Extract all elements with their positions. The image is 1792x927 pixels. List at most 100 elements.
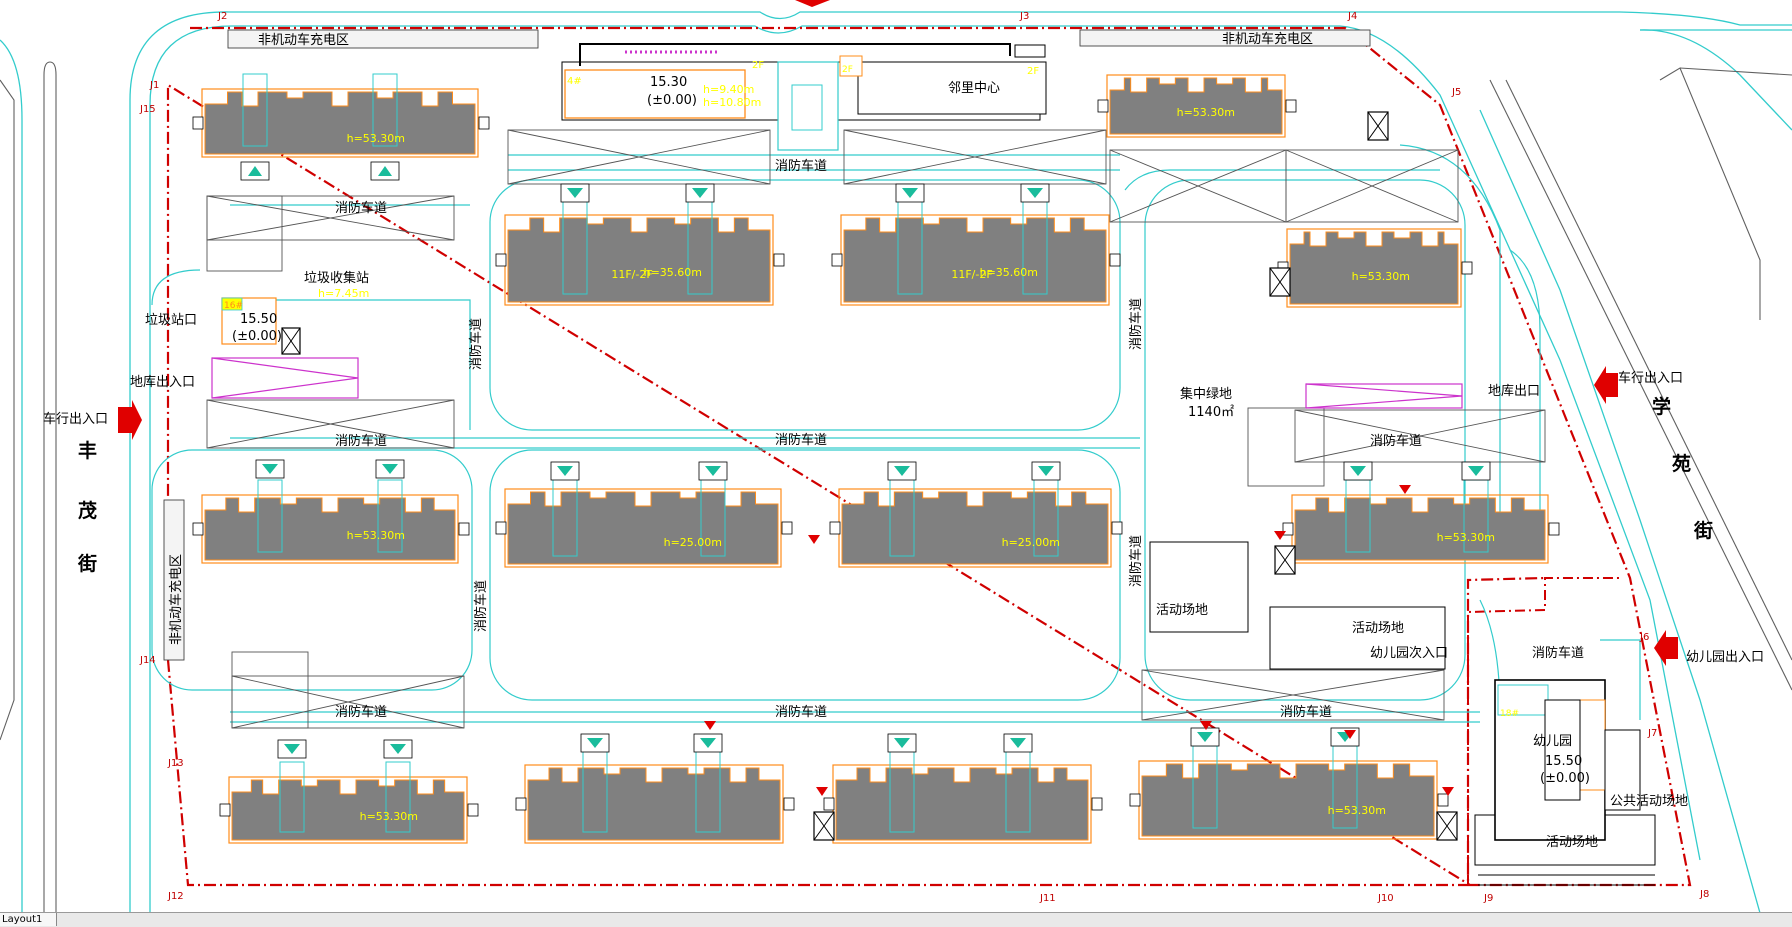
entry-triangle-icon xyxy=(692,188,708,198)
building-floors-label: 11F/-2F xyxy=(951,268,992,281)
building-11 xyxy=(515,733,795,844)
building-endcap xyxy=(781,521,793,535)
street-west-3: 街 xyxy=(77,552,97,575)
j11: J11 xyxy=(1039,893,1056,904)
transformer-box-cross xyxy=(1269,267,1291,297)
building-endcap xyxy=(467,803,479,817)
label-center-h1: h=9.40m xyxy=(703,83,754,96)
building-height-label: h=35.60m xyxy=(980,266,1038,279)
label-garbage-tag: 16# xyxy=(224,301,243,311)
building-height-label: h=25.00m xyxy=(664,536,722,549)
entry-triangle-icon xyxy=(894,738,910,748)
entry-triangle-icon xyxy=(378,166,392,176)
entry-triangle-icon xyxy=(262,464,278,474)
building-5: h=53.30m xyxy=(1277,228,1473,308)
label-activity-2: 活动场地 xyxy=(1352,621,1404,636)
building-endcap xyxy=(458,522,470,536)
arrow-kg-icon xyxy=(1654,630,1678,666)
building-footprint xyxy=(204,497,456,561)
building-height-label: h=53.30m xyxy=(347,132,405,145)
crossed-zones xyxy=(206,129,1546,729)
fire-lane-7: 消防车道 xyxy=(775,704,827,720)
label-central-green-area: 1140㎡ xyxy=(1188,405,1234,420)
entry-triangle-icon xyxy=(284,744,300,754)
building-8: h=25.00m xyxy=(829,461,1123,568)
building-footprint xyxy=(527,767,781,841)
building-endcap xyxy=(192,522,204,536)
j5: J5 xyxy=(1451,87,1461,98)
label-garage-west: 地库出入口 xyxy=(130,374,195,390)
label-vehicle-east: 车行出入口 xyxy=(1618,370,1683,386)
building-endcap xyxy=(1285,99,1297,113)
fire-lane-11: 消防车道 xyxy=(1128,298,1144,350)
entry-triangle-icon xyxy=(1197,732,1213,742)
fire-lane-13: 消防车道 xyxy=(1128,535,1144,587)
building-footprint xyxy=(204,91,476,155)
entrance-arrows xyxy=(118,0,1678,666)
building-6: h=53.30m xyxy=(192,459,470,564)
external-roads xyxy=(0,11,1792,913)
label-kg-elev: 15.50 xyxy=(1545,754,1582,769)
marker-triangle-icon xyxy=(704,721,716,730)
marker-triangle-icon xyxy=(1442,787,1454,796)
building-endcap xyxy=(1129,793,1141,807)
label-kindergarten: 幼儿园 xyxy=(1533,734,1572,749)
charging-areas xyxy=(163,29,1371,661)
transformer-box-cross xyxy=(1436,811,1458,841)
building-floors-label: 11F/-2F xyxy=(611,268,652,281)
building-footprint xyxy=(507,491,779,565)
transformer-box xyxy=(1436,811,1458,841)
street-east-1: 学 xyxy=(1652,395,1671,418)
building-footprint xyxy=(1294,497,1546,561)
building-endcap xyxy=(1437,793,1449,807)
building-7: h=25.00m xyxy=(495,461,793,568)
fire-lane-1: 消防车道 xyxy=(335,200,387,216)
entry-triangle-icon xyxy=(1010,738,1026,748)
building-core xyxy=(372,73,398,147)
label-center-zero: (±0.00) xyxy=(647,93,697,108)
building-endcap xyxy=(829,521,841,535)
arrow-west-icon xyxy=(118,400,142,440)
entry-triangle-icon xyxy=(382,464,398,474)
building-endcap xyxy=(1461,261,1473,275)
label-charging-west: 非机动车充电区 xyxy=(168,554,184,645)
entry-triangle-icon xyxy=(557,466,573,476)
marker-triangle-icon xyxy=(1274,531,1286,540)
label-center-h2: h=10.80m xyxy=(703,96,761,109)
building-height-label: h=53.30m xyxy=(1437,531,1495,544)
label-activity-1: 活动场地 xyxy=(1156,603,1208,618)
building-endcap xyxy=(192,116,204,130)
entry-triangle-icon xyxy=(700,738,716,748)
marker-triangle-icon xyxy=(1399,485,1411,494)
marker-triangle-icon xyxy=(816,787,828,796)
entry-triangle-icon xyxy=(248,166,262,176)
label-center-elev: 15.30 xyxy=(650,75,687,90)
building-12 xyxy=(823,733,1103,844)
label-garbage-port: 垃圾站口 xyxy=(145,313,197,328)
label-activity-3: 活动场地 xyxy=(1546,835,1598,850)
street-west-2: 茂 xyxy=(78,499,97,522)
marker-triangle-icon xyxy=(1200,721,1212,730)
entry-triangle-icon xyxy=(1468,466,1484,476)
building-endcap xyxy=(495,253,507,267)
kindergarten-boundary xyxy=(1467,577,1620,885)
building-endcap xyxy=(478,116,490,130)
fire-lane-10: 消防车道 xyxy=(468,318,484,370)
j3: J3 xyxy=(1019,11,1029,22)
fire-lane-5: 消防车道 xyxy=(1370,433,1422,449)
building-core xyxy=(385,761,411,833)
street-west-1: 丰 xyxy=(78,439,97,462)
layout-tab[interactable]: Layout1 xyxy=(0,913,58,926)
fire-lane-9: 消防车道 xyxy=(1532,645,1584,661)
fire-lane-2: 消防车道 xyxy=(775,158,827,174)
label-kg-zero: (±0.00) xyxy=(1540,771,1590,786)
building-height-label: h=35.60m xyxy=(644,266,702,279)
label-central-green: 集中绿地 xyxy=(1180,386,1232,402)
j2: J2 xyxy=(217,11,227,22)
label-kg-entrance: 幼儿园出入口 xyxy=(1686,650,1764,665)
garbage-station xyxy=(221,297,301,355)
label-garbage-station: 垃圾收集站 xyxy=(304,270,369,286)
building-1: h=53.30m xyxy=(192,73,490,181)
